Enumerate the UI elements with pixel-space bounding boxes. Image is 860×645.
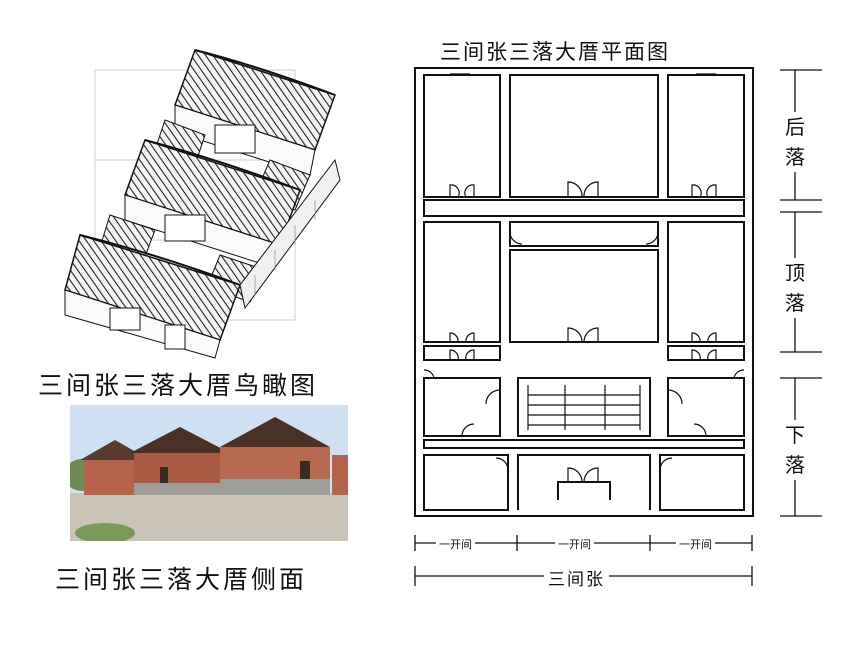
plan-room xyxy=(423,377,501,437)
plan-corridor xyxy=(423,199,745,217)
aerial-view-drawing xyxy=(64,49,341,359)
side-view-photo-drawing xyxy=(70,405,348,541)
bay-label: 一开间 xyxy=(436,536,475,552)
plan-outer-wall xyxy=(414,67,754,517)
plan-room xyxy=(667,74,745,198)
plan-room xyxy=(423,74,501,198)
plan-courtyard xyxy=(517,377,651,437)
plan-entrance xyxy=(557,481,611,500)
plan-room xyxy=(667,345,745,361)
bay-label: 一开间 xyxy=(676,536,715,552)
plan-room xyxy=(667,221,745,343)
plan-room xyxy=(423,221,501,343)
plan-room xyxy=(509,74,659,198)
plan-room xyxy=(509,249,659,343)
side-view-photo xyxy=(70,405,348,541)
aerial-view-illustration xyxy=(55,40,355,360)
section-label-top: 顶 落 xyxy=(783,258,807,318)
plan-room xyxy=(509,221,659,247)
section-label-back: 后 落 xyxy=(783,112,807,172)
plan-room xyxy=(659,454,745,511)
plan-corridor xyxy=(423,439,745,449)
plan-entrance-hall xyxy=(517,454,651,510)
plan-room xyxy=(423,454,509,511)
total-span-label: 三间张 xyxy=(544,565,609,590)
plan-room xyxy=(423,345,501,361)
section-label-lower: 下 落 xyxy=(783,420,807,480)
plan-room xyxy=(667,377,745,437)
aerial-view-caption: 三间张三落大厝鸟瞰图 xyxy=(38,371,319,400)
side-view-caption: 三间张三落大厝侧面 xyxy=(55,565,308,594)
floor-plan-title: 三间张三落大厝平面图 xyxy=(440,40,670,64)
bay-label: 一开间 xyxy=(555,536,594,552)
